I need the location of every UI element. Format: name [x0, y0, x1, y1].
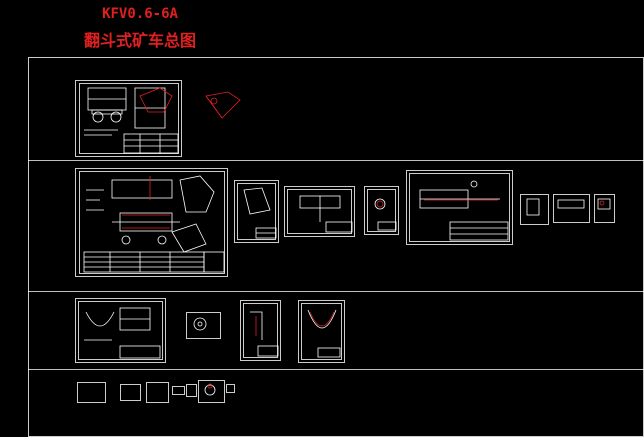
sheet-row2-part2[interactable] — [284, 186, 355, 237]
sheet-row2-part3[interactable] — [364, 186, 399, 235]
sheet-row3-body[interactable] — [75, 298, 166, 363]
sheet-row2-part4[interactable] — [520, 194, 549, 225]
part6-red-mark — [599, 200, 605, 206]
hopper-red-curve — [309, 311, 335, 327]
sheet-row2-part6[interactable] — [594, 194, 615, 223]
sheet-row2-part5[interactable] — [553, 194, 590, 223]
sheet-row1-main[interactable] — [75, 80, 182, 157]
sheet-row2-assembly[interactable] — [75, 168, 228, 277]
sheet-row2-frame-assembly[interactable] — [406, 170, 513, 245]
sheet-row3-wheel[interactable] — [186, 312, 221, 339]
sheet-row3-part[interactable] — [240, 300, 281, 361]
assembly-hatch-red — [122, 176, 170, 229]
hopper-detail-red[interactable] — [139, 87, 241, 119]
sheet-row2-part1[interactable] — [234, 180, 279, 243]
row4-red-mark — [207, 383, 213, 389]
sheet-row4-parts[interactable] — [77, 380, 235, 403]
drawing-title: 翻斗式矿车总图 — [83, 31, 196, 50]
part3-red-mark — [376, 200, 384, 208]
drawing-model-code: KFV0.6-6A — [102, 6, 178, 22]
sheet-row3-hopper[interactable] — [298, 300, 345, 363]
